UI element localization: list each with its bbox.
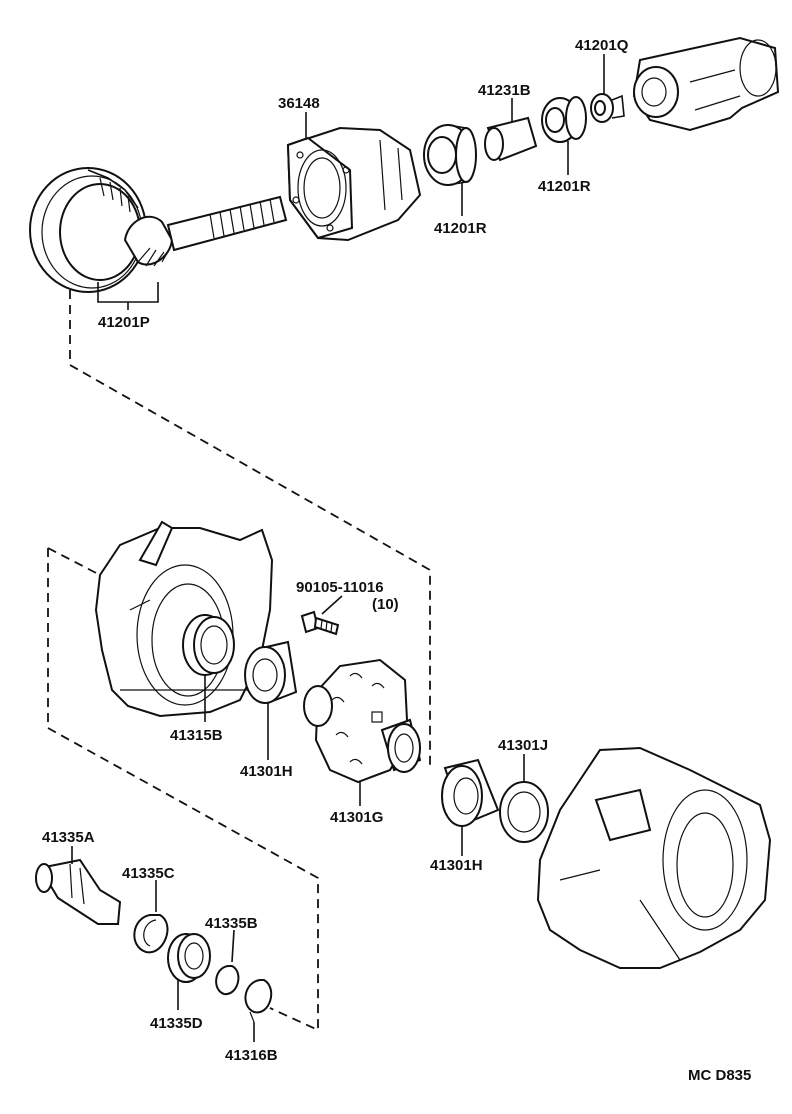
snap-ring-41316b-drawing	[244, 979, 273, 1023]
label-41335b: 41335B	[205, 915, 258, 932]
label-41201p: 41201P	[98, 314, 150, 331]
label-41335c: 41335C	[122, 865, 175, 882]
label-41231b: 41231B	[478, 82, 531, 99]
label-qty-10: (10)	[372, 596, 399, 613]
differential-case-drawing	[303, 658, 422, 784]
90105-leader	[321, 595, 343, 615]
dashed-group-box-lower	[47, 548, 319, 1032]
drive-gear-41335a-drawing	[35, 858, 122, 925]
bearing-41301h-left-drawing	[244, 640, 298, 704]
label-41335a: 41335A	[42, 829, 95, 846]
transaxle-case-right-drawing	[536, 746, 772, 969]
41335b-leader	[231, 929, 235, 963]
label-41301j: 41301J	[498, 737, 548, 754]
label-41201r-a: 41201R	[434, 220, 487, 237]
bolt-drawing	[300, 610, 340, 636]
label-41201q: 41201Q	[575, 37, 629, 54]
label-90105-11016: 90105-11016	[296, 579, 384, 596]
nut-41201q-drawing	[590, 93, 625, 123]
41201p-bracket	[97, 282, 159, 310]
label-41301g: 41301G	[330, 809, 383, 826]
label-41301h-b: 41301H	[430, 857, 483, 874]
label-36148: 36148	[278, 95, 320, 112]
dashed-group-line-upper	[69, 290, 431, 770]
spacer-41231b-drawing	[484, 116, 538, 162]
snap-ring-41335b-drawing	[215, 965, 240, 996]
label-41301h-a: 41301H	[240, 763, 293, 780]
shim-41301j-drawing	[499, 781, 549, 843]
transaxle-case-left-drawing	[94, 520, 274, 718]
race-41315b-drawing	[182, 614, 235, 676]
label-41315b: 41315B	[170, 727, 223, 744]
label-41201r-b: 41201R	[538, 178, 591, 195]
bearing-41201r-left-drawing	[423, 124, 477, 186]
gear-case-drawing	[286, 126, 422, 242]
bearing-41335d-drawing	[167, 933, 211, 983]
snap-ring-41335c-drawing	[133, 914, 169, 954]
label-41335d: 41335D	[150, 1015, 203, 1032]
diagram-code: MC D835	[688, 1067, 751, 1084]
label-41316b: 41316B	[225, 1047, 278, 1064]
bearing-41301h-right-drawing	[441, 758, 500, 827]
flange-drawing	[632, 36, 780, 132]
ring-gear-pinion-drawing	[29, 167, 288, 293]
bearing-41201r-right-drawing	[541, 96, 587, 143]
dashed-group-top-edge	[47, 547, 101, 576]
